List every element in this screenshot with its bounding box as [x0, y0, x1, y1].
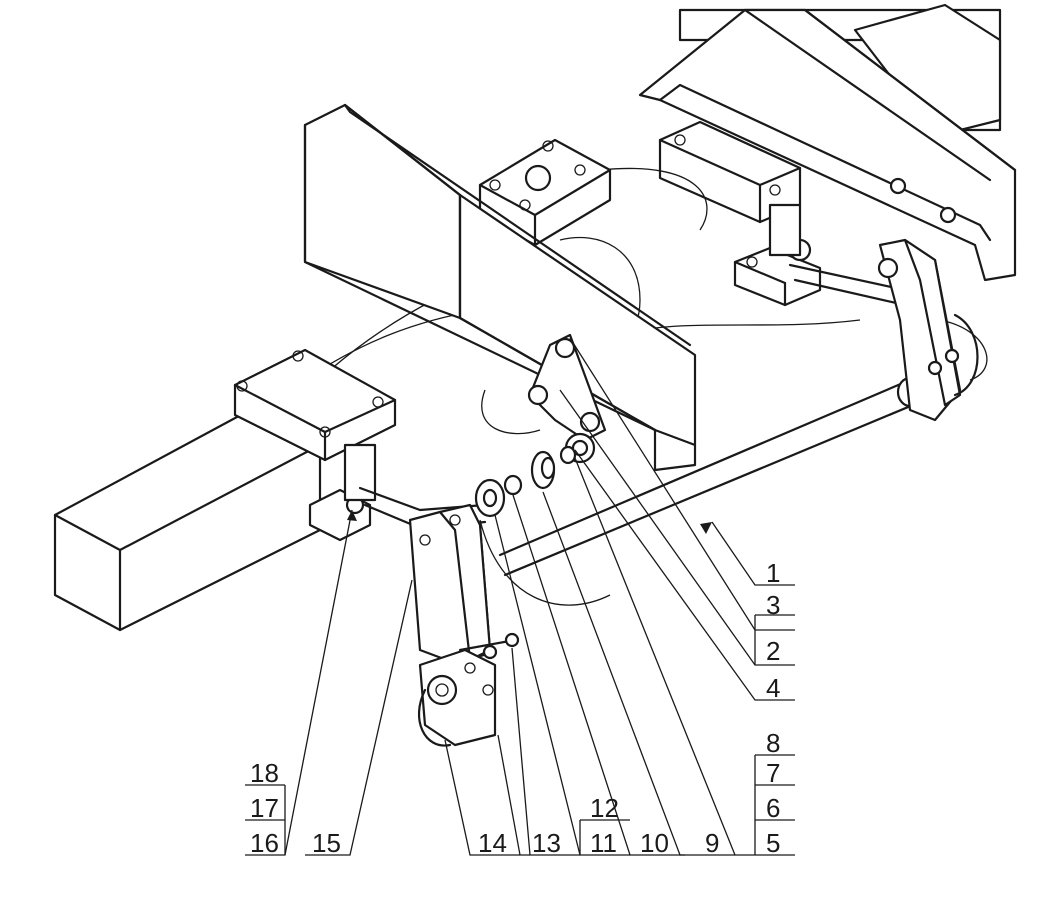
callout-17: 17 [250, 793, 279, 823]
leader-lines [245, 337, 795, 856]
left-frame-beam [53, 408, 322, 632]
callout-7: 7 [766, 758, 780, 788]
right-frame-rail [638, 3, 1017, 282]
left-mount-bracket [233, 348, 397, 542]
callout-labels: 1 3 2 4 8 7 6 5 9 10 12 11 13 14 15 18 1… [250, 558, 780, 858]
callout-1: 1 [766, 558, 780, 588]
center-bracket [527, 333, 607, 464]
callout-9: 9 [705, 828, 719, 858]
callout-14: 14 [478, 828, 507, 858]
callout-4: 4 [766, 673, 780, 703]
right-mount-bracket [658, 120, 822, 307]
callout-11: 11 [590, 828, 617, 858]
clamp-bracket [417, 648, 497, 747]
callout-8: 8 [766, 728, 780, 758]
center-frame-rail [303, 103, 697, 472]
callout-15: 15 [312, 828, 341, 858]
callout-2: 2 [766, 636, 780, 666]
callout-6: 6 [766, 793, 780, 823]
callout-16: 16 [250, 828, 279, 858]
callout-3: 3 [766, 590, 780, 620]
callout-13: 13 [532, 828, 561, 858]
callout-18: 18 [250, 758, 279, 788]
callout-5: 5 [766, 828, 780, 858]
bushing-washer-stack [474, 445, 577, 518]
right-drop-link [877, 238, 979, 422]
callout-10: 10 [640, 828, 669, 858]
left-drop-link [408, 503, 520, 667]
callout-12: 12 [590, 793, 619, 823]
